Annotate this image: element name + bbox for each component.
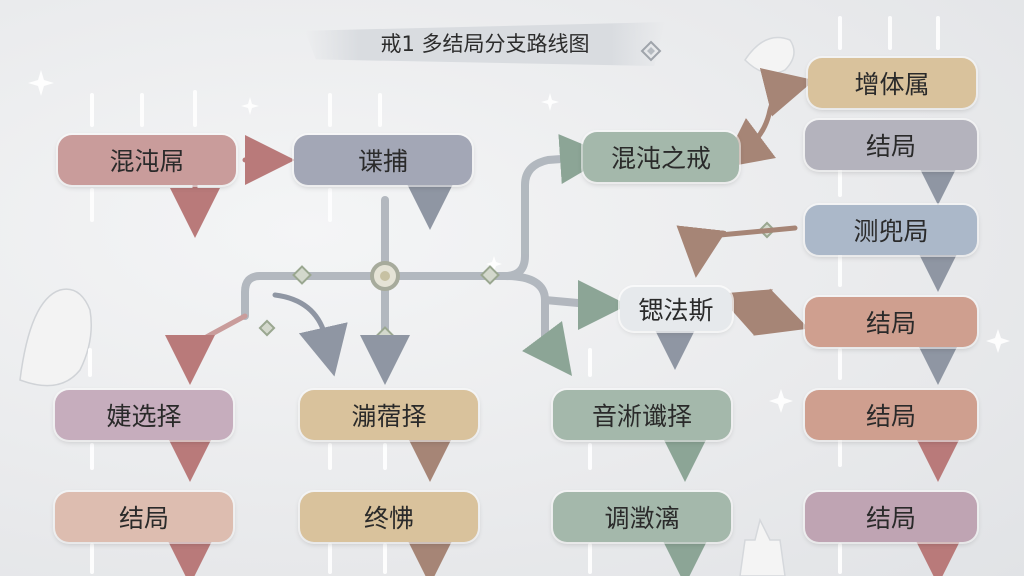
node-ending-2[interactable]: 结局	[805, 297, 977, 347]
node-label: 结局	[865, 504, 916, 533]
node-zhong-fu[interactable]: 终怫	[300, 492, 478, 542]
node-label: 结局	[118, 504, 169, 533]
hub-lines	[241, 154, 604, 359]
node-suofa-si[interactable]: 锶法斯	[620, 287, 732, 331]
guide-arrows	[88, 16, 940, 574]
bird-decor	[744, 36, 795, 75]
node-label: 结局	[865, 402, 916, 431]
node-chumo[interactable]: 谍捕	[294, 135, 472, 185]
node-label: 混沌之戒	[610, 144, 711, 173]
node-label: 增体属	[854, 70, 930, 99]
node-diao-jie[interactable]: 调澂漓	[553, 492, 731, 542]
figure-decor-left	[19, 288, 92, 387]
node-zengti-ju[interactable]: 增体属	[808, 58, 976, 108]
node-ending-5[interactable]: 结局	[805, 492, 977, 542]
node-jian-xuanze[interactable]: 婕选择	[55, 390, 233, 440]
sparkle-decor	[28, 70, 1010, 413]
node-hunzhun-zhi-jie[interactable]: 混沌之戒	[583, 132, 739, 182]
node-label: 谍捕	[357, 147, 408, 176]
node-ending-3[interactable]: 结局	[805, 390, 977, 440]
node-label: 音淅谶择	[591, 402, 692, 431]
node-label: 锶法斯	[638, 296, 714, 325]
node-mo-luo-ze[interactable]: 漰蓿择	[300, 390, 478, 440]
node-label: 混沌屌	[109, 147, 185, 176]
diamond-emblem-icon	[640, 40, 662, 62]
page-title: 戒1 多结局分支路线图	[380, 32, 590, 56]
node-label: 终怫	[363, 504, 414, 533]
node-label: 结局	[865, 132, 916, 161]
node-label: 漰蓿择	[351, 402, 427, 431]
node-label: 测兜局	[853, 217, 929, 246]
title-banner	[305, 22, 665, 66]
node-yin-xuanze[interactable]: 音淅谶择	[553, 390, 731, 440]
node-label: 调澂漓	[604, 504, 680, 533]
node-hunzhun-ju[interactable]: 混沌屌	[58, 135, 236, 185]
node-ending-4[interactable]: 结局	[55, 492, 233, 542]
node-label: 婕选择	[106, 402, 182, 431]
node-ceshi-ju[interactable]: 测兜局	[805, 205, 977, 255]
castle-decor	[739, 517, 786, 576]
node-ending-1[interactable]: 结局	[805, 120, 977, 170]
node-label: 结局	[865, 309, 916, 338]
